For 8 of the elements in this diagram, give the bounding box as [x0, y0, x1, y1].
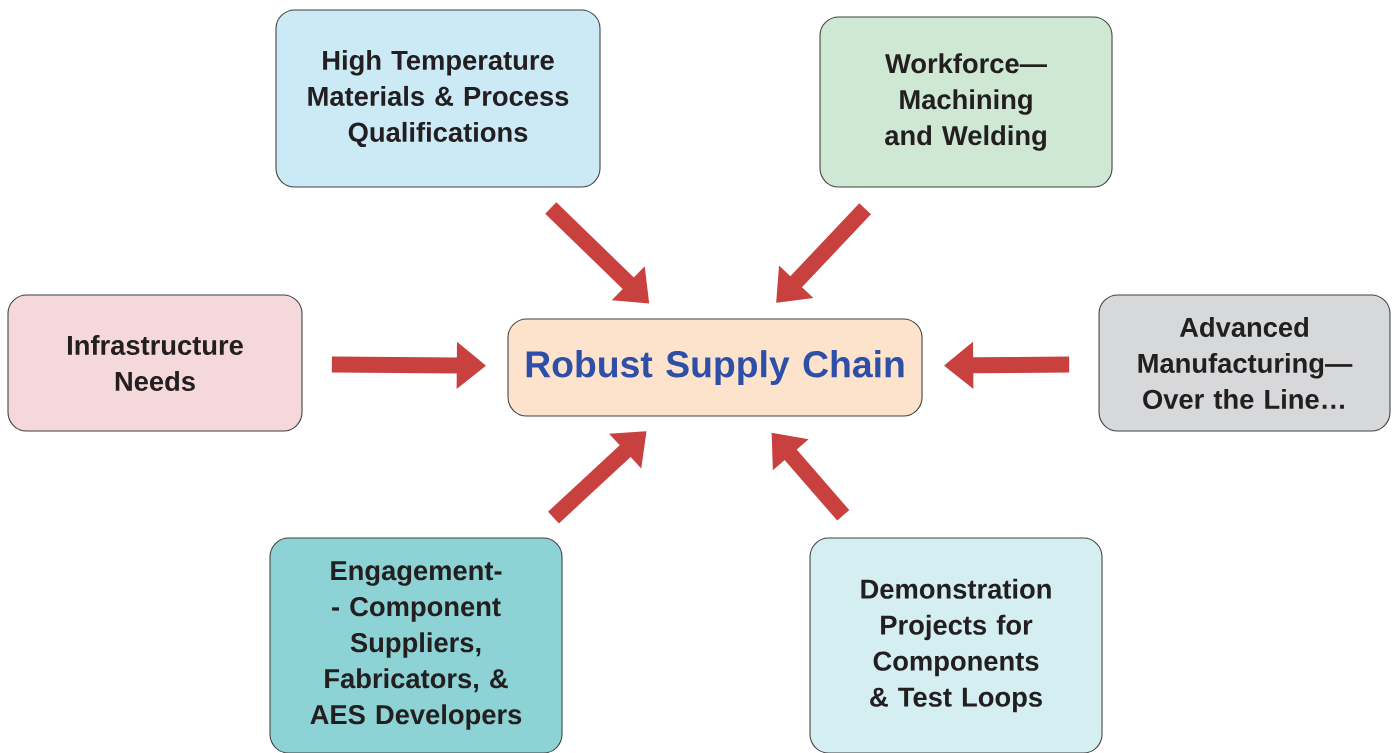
topic-box: Infrastructure Needs	[7, 294, 303, 432]
block-arrow	[776, 203, 871, 303]
topic-box: Workforce— Machining and Welding	[819, 16, 1113, 188]
topic-box: Engagement-- Component Suppliers, Fabricators, & AES Developers	[269, 537, 563, 753]
topic-box: High Temperature Materials & Process Qualifications	[275, 9, 601, 188]
topic-box: Demonstration Projects for Components & Test Loops	[809, 537, 1103, 753]
topic-box: Advanced Manufacturing— Over the Line…	[1098, 294, 1391, 432]
center-box: Robust Supply Chain	[507, 318, 923, 417]
